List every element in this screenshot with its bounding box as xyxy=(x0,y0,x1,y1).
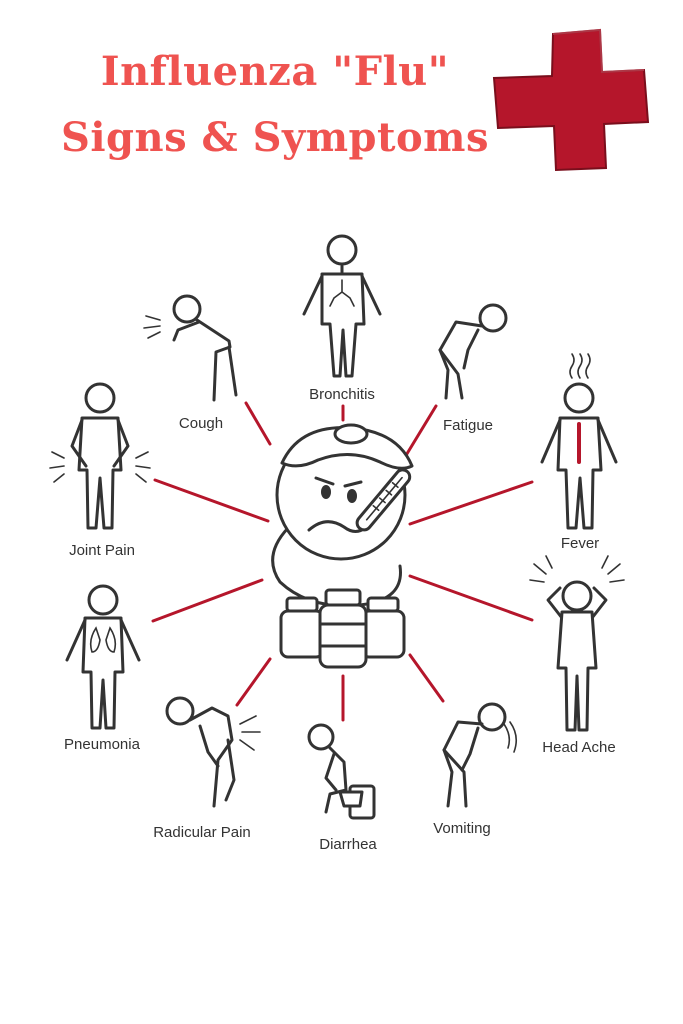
fever-figure-icon xyxy=(540,353,618,530)
connector-cough xyxy=(244,401,272,446)
label-vomiting: Vomiting xyxy=(433,820,491,837)
label-radicular-pain: Radicular Pain xyxy=(153,824,251,841)
label-pneumonia: Pneumonia xyxy=(64,736,141,753)
head-ache-figure-icon xyxy=(529,555,625,732)
connector-fever xyxy=(408,480,534,526)
label-bronchitis: Bronchitis xyxy=(309,386,375,403)
label-cough: Cough xyxy=(179,415,223,432)
pneumonia-figure-icon xyxy=(65,584,141,730)
bronchitis-figure-icon xyxy=(302,234,382,378)
cough-figure-icon xyxy=(143,294,238,402)
sick-face-icon xyxy=(271,423,414,608)
connector-lines xyxy=(151,401,534,722)
label-joint-pain: Joint Pain xyxy=(69,542,135,559)
connector-head-ache xyxy=(408,574,534,622)
connector-vomiting xyxy=(408,653,445,703)
title-line-2: Signs & Symptoms xyxy=(60,114,490,161)
connector-pneumonia xyxy=(151,578,264,623)
diarrhea-figure-icon xyxy=(307,723,376,820)
fatigue-figure-icon xyxy=(438,303,508,400)
label-fever: Fever xyxy=(561,535,599,552)
vomiting-figure-icon xyxy=(442,702,518,808)
connector-fatigue xyxy=(403,404,438,459)
label-head-ache: Head Ache xyxy=(542,739,615,756)
title-line-1: Influenza "Flu" xyxy=(100,48,450,95)
joint-pain-figure-icon xyxy=(49,382,151,530)
label-diarrhea: Diarrhea xyxy=(319,836,377,853)
radicular-pain-figure-icon xyxy=(165,696,261,808)
connector-joint-pain xyxy=(153,478,270,523)
medicine-bottles-icon xyxy=(279,588,406,669)
label-fatigue: Fatigue xyxy=(443,417,493,434)
connector-radicular-pain xyxy=(235,657,272,707)
red-cross-icon xyxy=(492,28,650,172)
